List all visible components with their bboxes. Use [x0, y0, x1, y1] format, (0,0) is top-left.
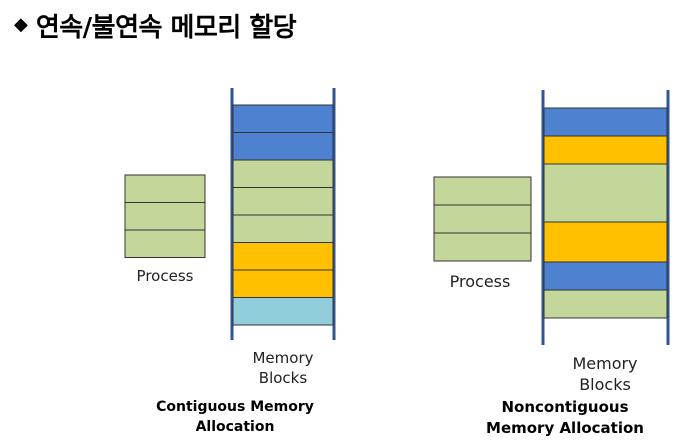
noncontiguous-process-block-green-1 — [433, 176, 532, 206]
contiguous-process-block-green-2 — [124, 202, 206, 231]
noncontiguous-process-stack — [433, 176, 532, 262]
contiguous-memory-column — [230, 88, 336, 340]
diamond-bullet-icon: ◆ — [14, 14, 28, 35]
contiguous-caption-line1: Contiguous Memory — [156, 399, 314, 415]
contiguous-memory-block-blue-1 — [232, 104, 334, 133]
contiguous-memory-label-line1: Memory — [252, 349, 314, 367]
contiguous-process-block-green-1 — [124, 174, 206, 203]
contiguous-memory-block-green-5 — [232, 214, 334, 243]
contiguous-memory-block-green-3 — [232, 159, 334, 188]
contiguous-memory-block-yellow-6 — [232, 242, 334, 271]
slide-heading: ◆ 연속/불연속 메모리 할당 — [14, 8, 297, 43]
noncontiguous-memory-block-yellow-2 — [543, 135, 668, 165]
contiguous-memory-label-line2: Blocks — [258, 369, 308, 387]
noncontiguous-caption-line2: Memory Allocation — [486, 419, 644, 437]
contiguous-process-block-green-3 — [124, 229, 206, 258]
noncontiguous-memory-block-blue-6 — [543, 261, 668, 291]
contiguous-memory-block-blue-2 — [232, 132, 334, 161]
noncontiguous-memory-block-yellow-5 — [543, 221, 668, 263]
noncontiguous-caption-line1: Noncontiguous — [501, 398, 629, 416]
contiguous-memory-block-green-4 — [232, 187, 334, 216]
contiguous-process-label: Process — [136, 267, 194, 285]
contiguous-memory-block-lightblue-8 — [232, 297, 334, 326]
contiguous-caption-line2: Allocation — [195, 419, 275, 435]
contiguous-process-stack — [124, 174, 206, 258]
noncontiguous-caption: Noncontiguous Memory Allocation — [440, 397, 690, 439]
noncontiguous-memory-column — [541, 90, 670, 345]
noncontiguous-memory-label-line1: Memory — [572, 354, 638, 373]
noncontiguous-memory-block-green-3 — [543, 163, 668, 223]
contiguous-memory-label: Memory Blocks — [228, 348, 338, 388]
noncontiguous-memory-block-blue-1 — [543, 107, 668, 137]
contiguous-memory-block-yellow-7 — [232, 269, 334, 298]
noncontiguous-process-label: Process — [449, 272, 511, 291]
noncontiguous-memory-label-line2: Blocks — [579, 375, 631, 394]
noncontiguous-process-block-green-2 — [433, 204, 532, 234]
noncontiguous-memory-block-green-7 — [543, 289, 668, 319]
noncontiguous-process-block-green-3 — [433, 232, 532, 262]
slide-title: 연속/불연속 메모리 할당 — [35, 12, 297, 43]
contiguous-caption: Contiguous Memory Allocation — [120, 397, 350, 437]
noncontiguous-memory-label: Memory Blocks — [540, 353, 670, 395]
